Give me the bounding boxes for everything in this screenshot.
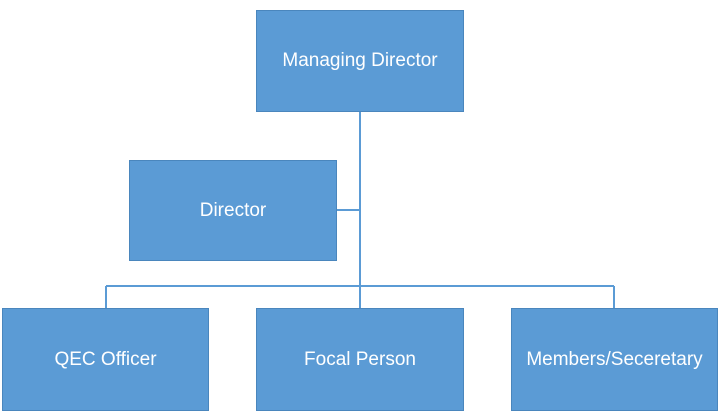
node-managing-director: Managing Director xyxy=(256,10,464,112)
node-director: Director xyxy=(129,160,337,261)
node-label: Focal Person xyxy=(304,348,416,370)
node-label: Director xyxy=(199,199,267,221)
node-qec-officer: QEC Officer xyxy=(2,308,209,411)
node-focal-person: Focal Person xyxy=(256,308,464,411)
node-members-secretary: Members/Seceretary xyxy=(511,308,718,411)
node-label: Managing Director xyxy=(282,50,438,71)
node-label: QEC Officer xyxy=(54,348,157,370)
node-label: Members/Seceretary xyxy=(526,348,703,370)
